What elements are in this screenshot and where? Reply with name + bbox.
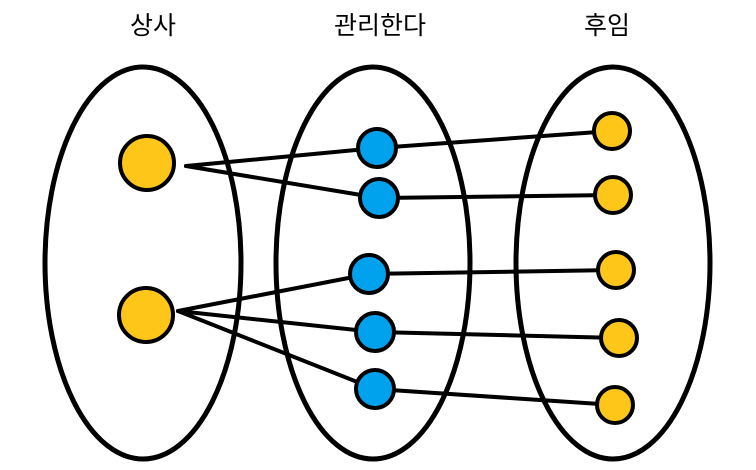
node-m5 xyxy=(354,368,396,410)
node-m4 xyxy=(354,311,396,353)
node-t4 xyxy=(599,318,639,358)
edge-s2-m3 xyxy=(176,272,371,313)
edge-m2-t2 xyxy=(377,193,615,200)
node-t1 xyxy=(592,111,632,151)
node-m1 xyxy=(356,127,398,169)
set-ellipse-successor xyxy=(513,64,713,462)
edge-m1-t1 xyxy=(375,129,614,150)
node-t3 xyxy=(596,250,636,290)
nodes-layer xyxy=(117,111,639,425)
node-t5 xyxy=(595,385,635,425)
edge-s2-m4 xyxy=(176,309,377,334)
group-label-superior: 상사 xyxy=(130,11,176,40)
node-m3 xyxy=(348,253,390,295)
set-ellipse-superior xyxy=(42,64,244,462)
edge-s1-m1 xyxy=(184,146,379,168)
edge-s1-m2 xyxy=(184,164,381,200)
edges-layer xyxy=(176,129,621,407)
node-s1 xyxy=(118,134,176,192)
edge-m5-t5 xyxy=(373,387,617,407)
group-label-manages: 관리한다 xyxy=(334,11,426,40)
node-m2 xyxy=(358,177,400,219)
group-label-successor: 후임 xyxy=(584,11,630,40)
edge-m4-t4 xyxy=(373,330,621,340)
set-ellipse-manages xyxy=(273,64,473,462)
node-s2 xyxy=(117,286,175,344)
edge-m3-t3 xyxy=(367,268,618,276)
node-t2 xyxy=(593,175,633,215)
edge-s2-m5 xyxy=(176,309,377,391)
